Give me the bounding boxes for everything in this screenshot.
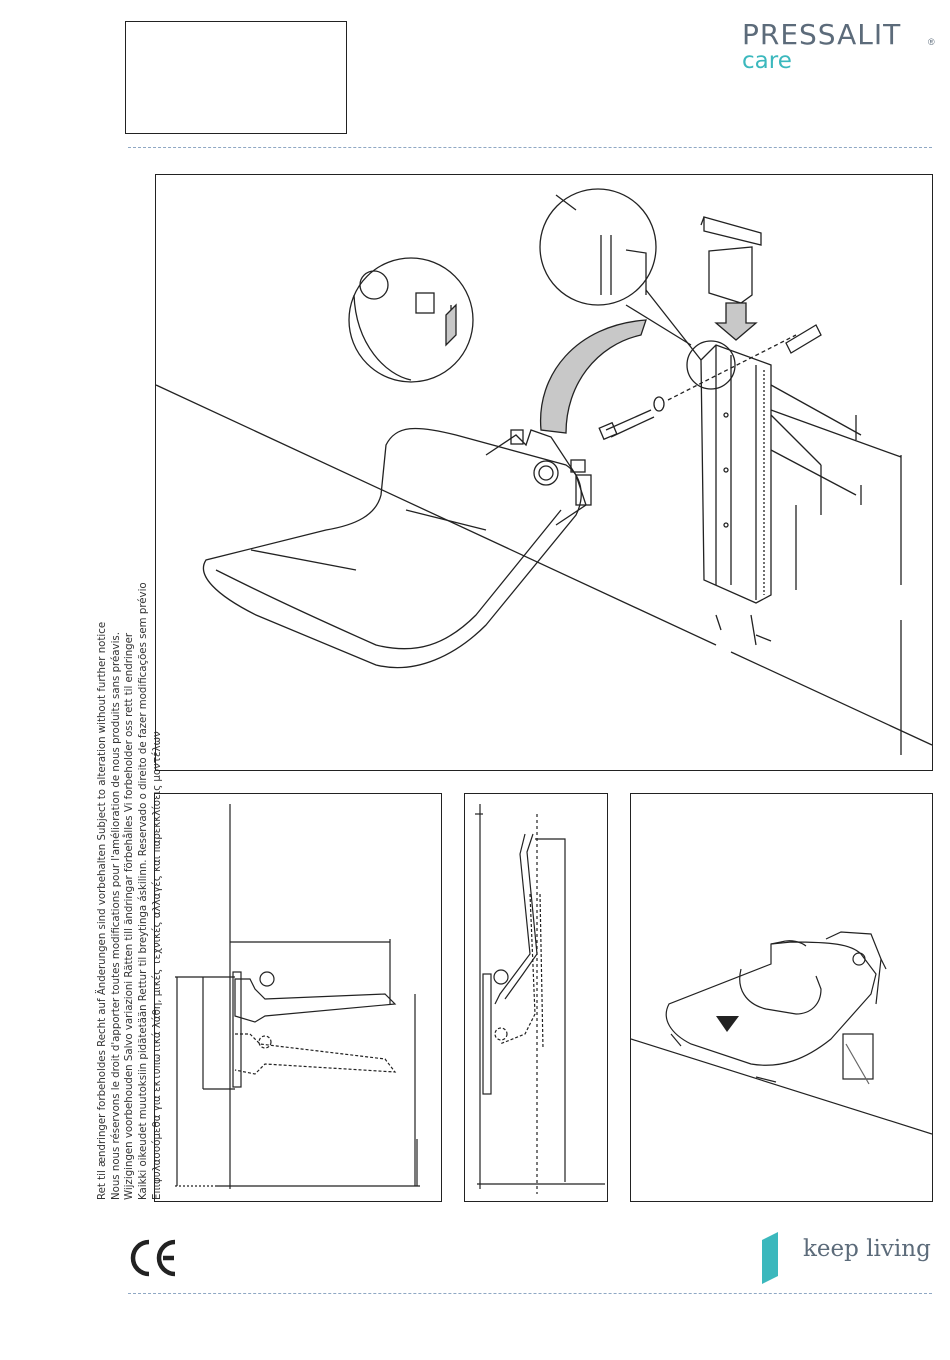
top-divider — [128, 147, 932, 148]
installation-diagram — [155, 174, 933, 771]
side-dimensions-drawing — [175, 804, 420, 1189]
disclaimer-line: Kaikki oikeudet muutoksiin pidätetään Re… — [138, 582, 150, 1200]
tagline: keep living — [803, 1236, 931, 1262]
seat-width-drawing — [631, 931, 932, 1135]
installation-drawing — [156, 188, 932, 755]
disclaimer-line: Nous nous réservons le droit d'apporter … — [110, 632, 122, 1200]
logo-sub: care — [742, 48, 792, 74]
side-dimensions-diagram — [154, 793, 442, 1202]
logo-brand: PRESSALIT — [742, 18, 902, 51]
ce-mark-icon — [127, 1236, 183, 1280]
seat-width-diagram — [630, 793, 933, 1202]
pressalit-care-logo: PRESSALIT ® care — [742, 20, 942, 80]
disclaimer-line: Wijzigingen voorbehouden Salvo variazion… — [124, 632, 136, 1200]
keep-living-logo: keep living — [758, 1230, 938, 1286]
bottom-divider — [128, 1293, 932, 1294]
folded-dimensions-drawing — [475, 804, 605, 1194]
label-box — [125, 21, 347, 134]
disclaimer-line: Ret til ændringer forbeholdes Recht auf … — [97, 621, 108, 1200]
direction-triangle-icon — [716, 1016, 739, 1032]
keep-living-mark-icon — [762, 1232, 778, 1284]
logo-registered: ® — [928, 37, 935, 47]
folded-dimensions-diagram — [464, 793, 608, 1202]
